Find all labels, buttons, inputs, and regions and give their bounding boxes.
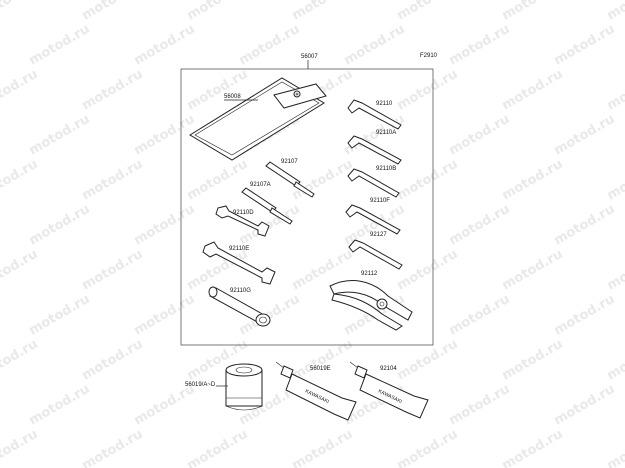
label-oil-filter: 56019/A~D [185, 382, 216, 388]
watermark-text: motod.ru [132, 292, 198, 339]
screwdriver-92107 [265, 161, 315, 198]
watermark-text: motod.ru [80, 247, 146, 294]
watermark-text: motod.ru [290, 427, 356, 468]
watermark-text: motod.ru [447, 382, 513, 429]
label-bag: 56008 [224, 94, 241, 100]
watermark-text: motod.ru [552, 292, 618, 339]
watermark-text: motod.ru [605, 0, 625, 23]
watermark-text: motod.ru [500, 0, 566, 23]
watermark-text: motod.ru [132, 22, 198, 69]
watermark-text: motod.ru [552, 382, 618, 429]
watermark-text: motod.ru [447, 22, 513, 69]
watermark-text: motod.ru [0, 337, 40, 384]
watermark-text: motod.ru [132, 202, 198, 249]
watermark-text: motod.ru [0, 157, 40, 204]
label-driver-b: 92107A [250, 182, 271, 188]
watermark-text: motod.ru [185, 157, 251, 204]
watermark-text: motod.ru [27, 22, 93, 69]
label-spanner-d: 92110D [233, 210, 254, 216]
watermark-text: motod.ru [395, 0, 461, 23]
watermark-text: motod.ru [27, 292, 93, 339]
watermark-text: motod.ru [500, 157, 566, 204]
watermark-text: motod.ru [185, 0, 251, 23]
label-wrench-f: 92110F [370, 198, 390, 204]
watermark-text: motod.ru [447, 292, 513, 339]
watermark-text: motod.ru [80, 157, 146, 204]
pliers-92112 [329, 280, 413, 331]
watermark-text: motod.ru [132, 112, 198, 159]
watermark-text: motod.ru [185, 427, 251, 468]
watermark-text: motod.ru [342, 22, 408, 69]
watermark-text: motod.ru [80, 337, 146, 384]
watermark-text: motod.ru [500, 67, 566, 114]
watermark-text: motod.ru [552, 202, 618, 249]
hex-wrench-92110b [347, 168, 400, 198]
watermark-text: motod.ru [0, 427, 40, 468]
watermark-text: motod.ru [605, 67, 625, 114]
hex-wrench-92110a [347, 135, 402, 165]
watermark-text: motod.ru [395, 247, 461, 294]
watermark-text: motod.ru [80, 67, 146, 114]
watermark-text: motod.ru [132, 382, 198, 429]
spanner-92110d [215, 205, 270, 237]
label-box-wrench: 92110G [230, 288, 251, 294]
watermark-text: motod.ru [80, 427, 146, 468]
tool-kit-frame [180, 68, 434, 346]
watermark-text: motod.ru [395, 427, 461, 468]
watermark-text: motod.ru [605, 247, 625, 294]
box-wrench-92110g [208, 286, 271, 327]
watermark-text: motod.ru [290, 0, 356, 23]
label-wrench-c: 92110B [376, 166, 396, 172]
watermark-text: motod.ru [0, 67, 40, 114]
watermark-text: motod.ru [27, 112, 93, 159]
screwdriver-92107a [241, 187, 293, 225]
watermark-text: motod.ru [0, 247, 40, 294]
sealant-tube-92104: KAWASAKI [349, 361, 429, 419]
watermark-text: motod.ru [447, 112, 513, 159]
watermark-text: motod.ru [552, 22, 618, 69]
watermark-text: motod.ru [290, 337, 356, 384]
spanner-92110e [202, 241, 276, 285]
label-pliers: 92112 [361, 271, 378, 277]
watermark-text: motod.ru [500, 247, 566, 294]
label-tube-a: 56019E [310, 366, 331, 372]
watermark-text: motod.ru [0, 0, 40, 23]
label-wrench-a: 92110 [376, 101, 393, 107]
hex-wrench-92110f [345, 204, 401, 235]
label-spanner-e: 92110E [229, 246, 249, 252]
watermark-text: motod.ru [500, 427, 566, 468]
hex-key-92127 [348, 239, 403, 270]
watermark-text: motod.ru [395, 337, 461, 384]
watermark-text: motod.ru [552, 112, 618, 159]
label-kit: 56007 [301, 54, 318, 60]
watermark-text: motod.ru [605, 427, 625, 468]
watermark-text: motod.ru [605, 157, 625, 204]
label-tube-b: 92104 [380, 366, 397, 372]
label-driver-a: 92107 [281, 159, 298, 165]
label-wrench-b: 92110A [376, 130, 396, 136]
diagram-code: F2910 [420, 53, 438, 59]
sealant-tube-56019e: KAWASAKI [275, 361, 357, 421]
watermark-text: motod.ru [395, 157, 461, 204]
watermark-text: motod.ru [447, 202, 513, 249]
watermark-text: motod.ru [80, 0, 146, 23]
label-hex-key: 92127 [370, 232, 387, 238]
oil-filter [225, 363, 263, 411]
watermark-text: motod.ru [27, 382, 93, 429]
watermark-text: motod.ru [290, 157, 356, 204]
hex-wrench-92110 [347, 99, 402, 130]
watermark-text: motod.ru [605, 337, 625, 384]
watermark-text: motod.ru [27, 202, 93, 249]
watermark-text: motod.ru [237, 22, 303, 69]
watermark-text: motod.ru [500, 337, 566, 384]
watermark-text: motod.ru [395, 67, 461, 114]
